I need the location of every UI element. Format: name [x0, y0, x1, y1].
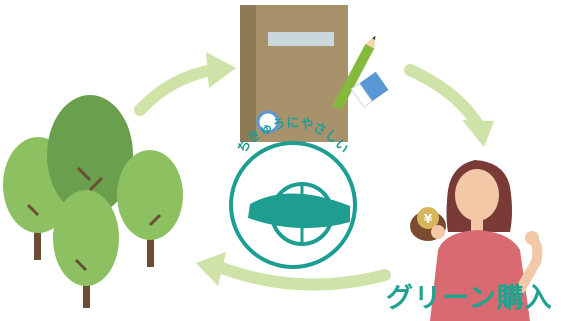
yen-icon: ¥ [424, 212, 433, 226]
eraser-icon [350, 71, 389, 108]
cycle-arrow [196, 252, 226, 286]
forest [3, 95, 183, 308]
tree-icon [53, 190, 119, 308]
coin-purse-icon: ¥ [410, 207, 446, 241]
tree-icon [117, 150, 183, 267]
green-purchase-caption: グリーン購入 [386, 283, 553, 314]
notebook-icon [240, 5, 348, 142]
cycle-arrow [404, 64, 484, 131]
pencil-icon [332, 35, 376, 111]
cycle-arrow [462, 120, 494, 147]
cycle-arrow [216, 262, 391, 291]
woman-icon: ¥ [410, 160, 543, 321]
cycle-arrow [206, 52, 236, 88]
cycle-arrow [134, 64, 218, 116]
cycle-arrows [134, 52, 494, 291]
tree-branches [26, 166, 162, 272]
